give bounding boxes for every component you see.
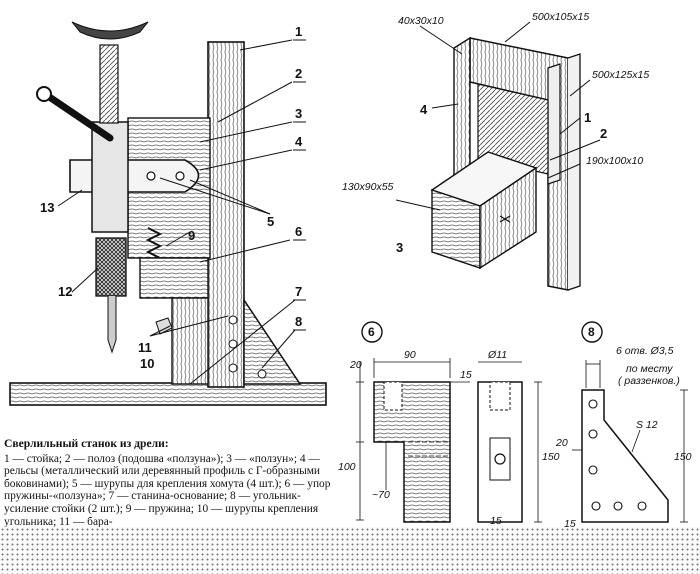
caption-title: Сверлильный станок из дрели: xyxy=(4,437,169,450)
dim-board-right: 500x125x15 xyxy=(592,69,649,81)
dim-rail: 40x30x10 xyxy=(398,15,444,27)
d6-right: 15 xyxy=(460,369,472,381)
label-2: 2 xyxy=(295,66,302,81)
detail-8-marker xyxy=(581,321,603,343)
right-rail xyxy=(547,63,561,185)
assembly-label-4: 4 xyxy=(420,102,428,117)
label-7: 7 xyxy=(295,284,302,299)
column-support xyxy=(171,297,209,385)
dim-slider-plate: 190x100x10 xyxy=(586,155,643,167)
screw-icon xyxy=(146,171,156,181)
gusset xyxy=(243,297,302,385)
d6-height: 100 xyxy=(338,461,356,473)
d6-hole: Ø11 xyxy=(487,349,507,361)
caption-body: 1 — стойка; 2 — полоз (подошва «ползуна»… xyxy=(4,452,331,528)
assembly-label-1: 1 xyxy=(584,110,591,125)
d8-place-2: ( раззенков.) xyxy=(618,375,680,387)
label-13: 13 xyxy=(40,200,54,215)
label-1: 1 xyxy=(295,24,302,39)
label-4: 4 xyxy=(295,134,303,149)
drill-bit xyxy=(107,296,117,354)
label-11: 11 xyxy=(138,340,152,355)
block-side xyxy=(479,166,537,270)
screw-icon xyxy=(228,315,238,325)
d8-holes: 6 отв. Ø3,5 xyxy=(616,345,674,357)
lever-arm xyxy=(38,88,114,142)
lever-knob-icon xyxy=(36,86,52,102)
dotted-overlay xyxy=(0,527,700,574)
drill-press-illustration: 1 2 3 4 5 6 7 8 9 10 11 12 13 xyxy=(9,21,327,406)
label-12: 12 xyxy=(58,284,72,299)
screw-icon xyxy=(228,363,238,373)
slider-assembly-exploded: 40x30x10 500x105x15 500x125x15 190x100x1… xyxy=(342,11,649,291)
spring-stop xyxy=(139,257,209,299)
drill-chuck xyxy=(95,237,127,297)
screw-icon xyxy=(228,339,238,349)
d8-slope: S 12 xyxy=(636,419,658,431)
dim-block: 130x90x55 xyxy=(342,181,394,193)
dim-board-top: 500x105x15 xyxy=(532,11,589,23)
slider-plate xyxy=(477,83,549,175)
detail-6-hole xyxy=(383,381,403,411)
base-board xyxy=(9,382,327,406)
drill-spindle-top xyxy=(99,44,119,124)
label-5: 5 xyxy=(267,214,274,229)
detail-8-number: 8 xyxy=(588,325,595,339)
detail-6-number: 6 xyxy=(368,325,375,339)
assembly-label-3: 3 xyxy=(396,240,403,255)
d6-top: 20 xyxy=(349,359,362,371)
label-3: 3 xyxy=(295,106,302,121)
assembly-label-2: 2 xyxy=(600,126,607,141)
handle-bar-icon xyxy=(71,21,149,40)
detail-6-drawing: 6 90 20 15 100 ~70 15 Ø11 150 xyxy=(338,321,560,529)
d8-height: 150 xyxy=(674,451,692,463)
wing-nut-icon xyxy=(155,317,173,335)
d6-inner: ~70 xyxy=(372,489,390,501)
d6-width: 90 xyxy=(404,349,416,361)
d6-side-height: 150 xyxy=(542,451,560,463)
d8-bottom: 15 xyxy=(564,518,576,530)
label-6: 6 xyxy=(295,224,302,239)
d8-place-1: по месту xyxy=(626,363,673,375)
column xyxy=(207,41,245,388)
screw-icon xyxy=(257,369,267,379)
screw-icon xyxy=(175,171,185,181)
label-9: 9 xyxy=(188,228,195,243)
figure-caption: Сверлильный станок из дрели: 1 — стойка;… xyxy=(4,437,338,528)
label-8: 8 xyxy=(295,314,302,329)
detail-8-gusset xyxy=(581,389,669,523)
screw-hole-icon xyxy=(494,453,506,465)
detail-8-drawing: 8 6 отв. Ø3,5 по месту ( раззенков.) S 1… xyxy=(555,321,692,530)
detail-6-marker xyxy=(361,321,383,343)
d8-left: 20 xyxy=(555,437,568,449)
d6-bottom: 15 xyxy=(490,515,502,527)
column-board-edge xyxy=(567,53,581,291)
label-10: 10 xyxy=(140,356,154,371)
screw-mark-icon xyxy=(499,215,511,223)
